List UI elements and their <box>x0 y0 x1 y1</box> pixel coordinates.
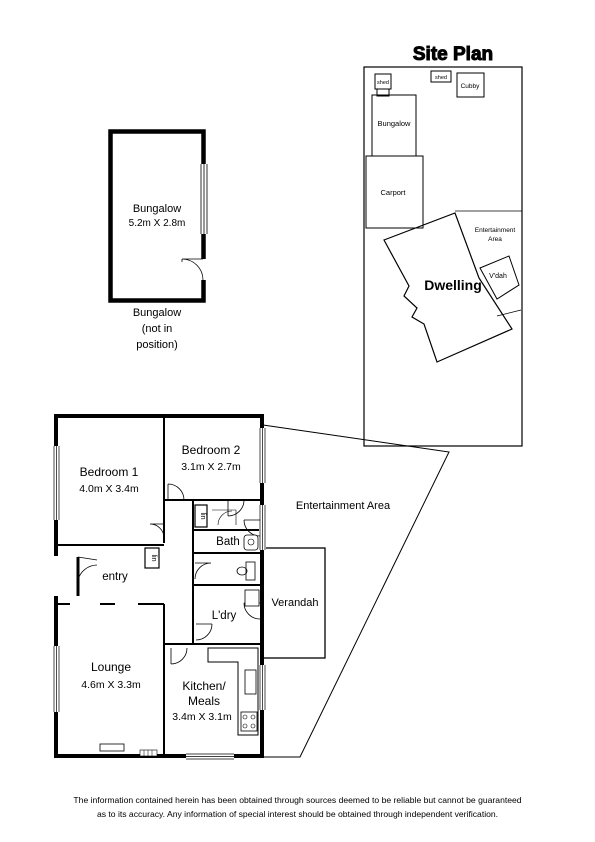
site-dwelling <box>383 212 513 363</box>
bath-label: Bath <box>216 536 240 548</box>
bungalow-walls <box>108 129 206 303</box>
site-verandah <box>479 255 520 300</box>
linen-cupboard-2 <box>194 504 208 528</box>
bedroom1-name: Bedroom 1 <box>80 465 139 479</box>
main-floor-plan: Entertainment Area Verandah <box>52 414 450 760</box>
verandah-label: Verandah <box>271 597 318 609</box>
windows <box>53 428 266 760</box>
lounge-heater <box>99 743 125 752</box>
bungalow-size: 5.2m X 2.8m <box>129 218 186 229</box>
cubby <box>456 72 485 98</box>
linen-cupboard-1 <box>144 547 160 569</box>
kitchen-bench <box>207 647 259 736</box>
toilet <box>245 561 256 581</box>
verandah <box>262 547 326 659</box>
kitchen-name-1: Kitchen/ <box>182 679 226 693</box>
site-carport <box>365 155 424 229</box>
site-plan-title: Site Plan <box>413 44 493 65</box>
laundry-trough <box>244 589 260 607</box>
bungalow-caption-1: Bungalow <box>133 307 181 319</box>
entertainment-area-label: Entertainment Area <box>296 500 391 512</box>
bungalow-caption-2: (not in <box>142 323 173 335</box>
bedroom2-size: 3.1m X 2.7m <box>181 461 241 473</box>
basin <box>243 534 259 551</box>
shed-1-label: shed <box>377 80 389 86</box>
bedroom1-size: 4.0m X 3.4m <box>79 483 139 495</box>
site-verandah-label: V'dah <box>489 273 507 280</box>
bedroom2-name: Bedroom 2 <box>182 443 241 457</box>
lounge-name: Lounge <box>91 660 131 674</box>
site-carport-label: Carport <box>380 188 406 197</box>
kitchen-size: 3.4m X 3.1m <box>172 711 232 723</box>
cooktop <box>240 711 258 732</box>
site-entertainment-label-1: Entertainment <box>475 227 516 234</box>
site-plan: Site Plan shed shed Cubby Bungalow Carpo… <box>363 44 523 447</box>
entry-label: entry <box>102 571 128 583</box>
bungalow-caption-3: position) <box>136 339 178 351</box>
site-bungalow-label: Bungalow <box>378 119 412 128</box>
linen-label-2: lin <box>199 512 206 519</box>
bungalow-name: Bungalow <box>133 203 181 215</box>
site-entertainment-label-2: Area <box>488 236 502 243</box>
kitchen-name-2: Meals <box>188 694 220 708</box>
lounge-size: 4.6m X 3.3m <box>81 679 141 691</box>
cubby-label: Cubby <box>461 83 481 90</box>
shed-2 <box>430 70 452 83</box>
bungalow-door <box>200 259 207 280</box>
disclaimer-line-1: The information contained herein has bee… <box>73 795 522 805</box>
site-dwelling-label: Dwelling <box>424 277 482 293</box>
linen-label-1: lin <box>150 554 157 561</box>
site-boundary <box>363 66 523 447</box>
bungalow-plan: Bungalow 5.2m X 2.8m Bungalow (not in po… <box>108 129 208 351</box>
kitchen-sink <box>244 669 257 695</box>
disclaimer: The information contained herein has bee… <box>30 793 565 821</box>
laundry-label: L'dry <box>212 610 237 622</box>
shed-1-step <box>376 88 390 97</box>
shed-2-label: shed <box>435 75 447 81</box>
disclaimer-line-2: as to its accuracy. Any information of s… <box>96 809 499 819</box>
